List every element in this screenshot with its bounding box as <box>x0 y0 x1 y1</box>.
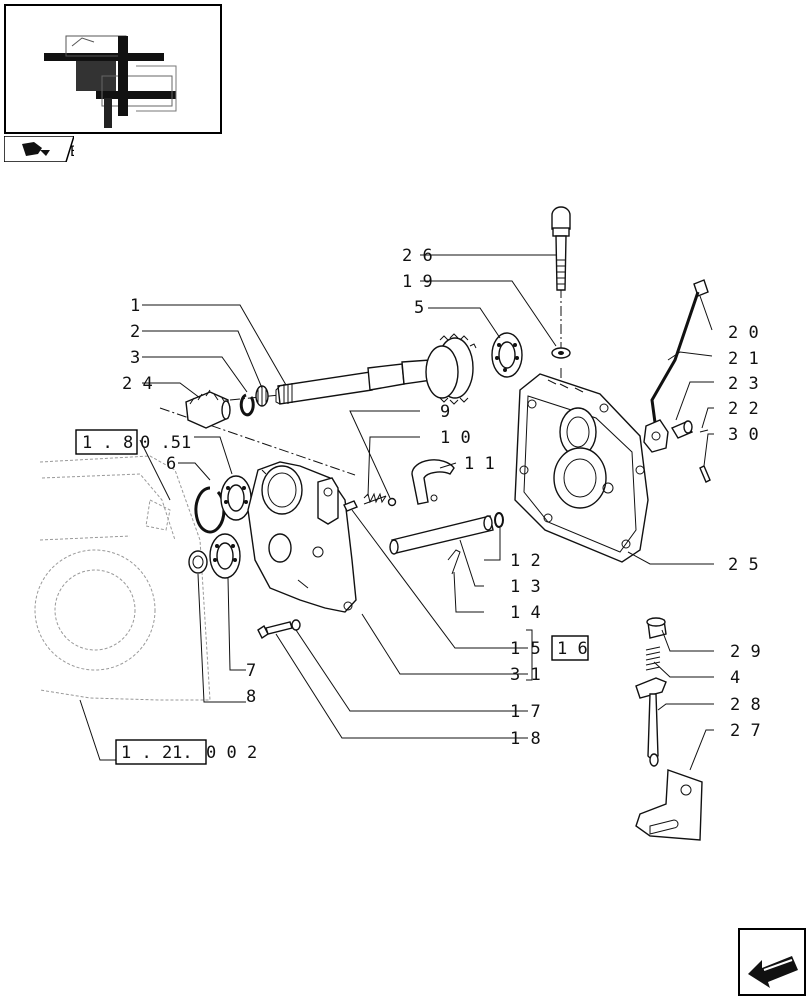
transmission-thumbnail-icon <box>44 35 177 128</box>
callout-5: 5 <box>414 298 424 318</box>
part-5-bearing[interactable] <box>491 332 523 378</box>
part-10-spring[interactable] <box>363 492 387 505</box>
callout-8: 8 <box>246 687 256 707</box>
callout-22: 2 2 <box>728 399 759 419</box>
ref-box-text: 1 . 21. <box>121 743 193 763</box>
part-26-bolt[interactable] <box>551 206 571 291</box>
back-arrow-icon <box>748 956 798 988</box>
part-25-cover-plate[interactable] <box>514 373 649 563</box>
callout-23: 2 3 <box>728 374 759 394</box>
part-18-bolt[interactable] <box>257 621 293 640</box>
ref-link-1-80-51[interactable]: 1 . 8 0 .51 <box>75 429 191 455</box>
callout-27: 2 7 <box>730 721 761 741</box>
part-11-shift-fork[interactable] <box>411 459 455 505</box>
callout-4: 4 <box>730 668 740 688</box>
part-13-shift-rod[interactable] <box>389 515 494 555</box>
part-23-pin[interactable] <box>670 420 694 439</box>
callout-1: 1 <box>130 296 140 316</box>
callout-28: 2 8 <box>730 695 761 715</box>
callout-19: 1 9 <box>402 272 433 292</box>
callout-18: 1 8 <box>510 729 541 749</box>
part-7-bearing[interactable] <box>209 533 241 579</box>
callout-15: 1 5 <box>510 639 541 659</box>
callout-26: 2 6 <box>402 246 433 266</box>
part-29-cap[interactable] <box>646 617 667 639</box>
part-17-washer[interactable] <box>291 619 301 631</box>
part-bearing-upper[interactable] <box>220 475 252 521</box>
part-21-shift-lever[interactable] <box>643 279 709 453</box>
part-27-bracket[interactable] <box>635 769 703 841</box>
part-15-pin[interactable] <box>343 500 358 512</box>
ref-box-text: 1 . 8 <box>82 433 133 453</box>
ref-link-16[interactable]: 1 6 <box>551 635 589 661</box>
callout-11: 1 1 <box>464 454 495 474</box>
callout-17: 1 7 <box>510 702 541 722</box>
callout-9: 9 <box>440 402 450 422</box>
part-8-plug[interactable] <box>188 550 208 574</box>
callout-12: 1 2 <box>510 551 541 571</box>
callout-13: 1 3 <box>510 577 541 597</box>
callout-21: 2 1 <box>728 349 759 369</box>
part-3-snap-ring[interactable] <box>239 393 255 417</box>
ghost-gearbox-housing <box>34 455 211 701</box>
ref-rest-text: 0 .51 <box>140 433 191 453</box>
callout-7: 7 <box>246 661 256 681</box>
ref-rest-text: 0 0 2 <box>206 743 257 763</box>
callout-10: 1 0 <box>440 428 471 448</box>
part-31-housing[interactable] <box>247 461 357 613</box>
part-22-pin[interactable] <box>699 429 709 433</box>
leader-lines <box>79 254 714 771</box>
ref-link-1-21-002[interactable]: 1 . 21. 0 0 2 <box>115 739 257 765</box>
part-30-roll-pin[interactable] <box>699 465 711 483</box>
callout-29: 2 9 <box>730 642 761 662</box>
callout-24: 2 4 <box>122 374 153 394</box>
callout-20: 2 0 <box>728 323 759 343</box>
callout-labels: 1 2 3 2 4 2 6 1 9 5 2 0 2 1 2 3 2 2 3 0 … <box>122 246 761 749</box>
part-28-plunger[interactable] <box>635 677 667 767</box>
assembly-axis-line <box>159 407 356 476</box>
part-9-ball[interactable] <box>387 497 397 507</box>
callout-6: 6 <box>166 454 176 474</box>
part-6-circlip[interactable] <box>194 486 226 534</box>
part-19-washer[interactable] <box>551 347 571 359</box>
callout-14: 1 4 <box>510 603 541 623</box>
callout-2: 2 <box>130 322 140 342</box>
part-4-spring[interactable] <box>645 646 661 671</box>
callout-3: 3 <box>130 348 140 368</box>
callout-31: 3 1 <box>510 665 541 685</box>
back-navigation-button[interactable] <box>738 928 806 996</box>
part-12-circlip[interactable] <box>494 512 504 528</box>
callout-30: 3 0 <box>728 425 759 445</box>
part-1-main-shaft[interactable] <box>275 333 477 405</box>
callout-25: 2 5 <box>728 555 759 575</box>
part-14-split-pin[interactable] <box>447 549 461 575</box>
ref-box-text: 1 6 <box>557 639 588 659</box>
assembly-thumbnail[interactable] <box>4 4 222 134</box>
part-2-needle-bearing[interactable] <box>255 385 269 407</box>
part-24-pinion[interactable] <box>185 389 231 429</box>
